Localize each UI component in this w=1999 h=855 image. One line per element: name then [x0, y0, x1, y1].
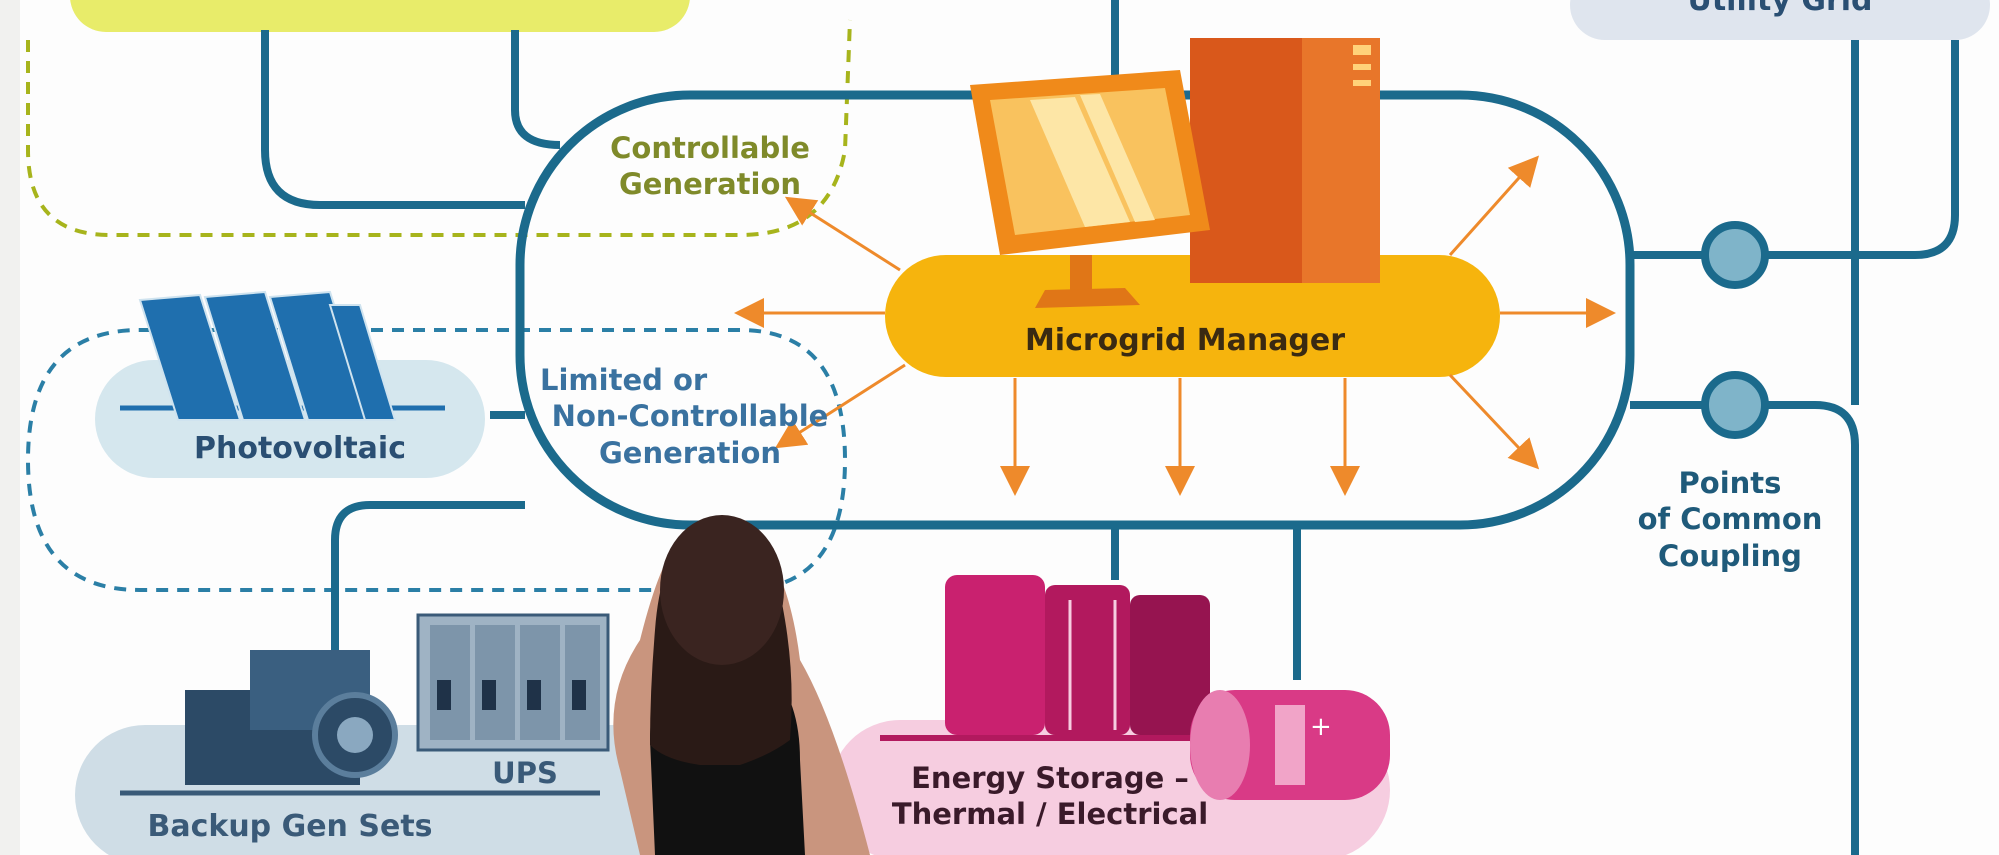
points-of-common-coupling-label: Points of Common Coupling: [1600, 465, 1860, 574]
server-tower-icon: [1190, 38, 1380, 283]
controllable-dashed-boundary: [26, 19, 852, 237]
person-silhouette: [613, 515, 870, 855]
energy-storage-label: Energy Storage – Thermal / Electrical: [860, 760, 1240, 833]
limited-line-1: Limited or: [540, 363, 708, 397]
controllable-generation-label: Controllable Generation: [600, 130, 820, 203]
pcc-line-3: Coupling: [1658, 538, 1802, 573]
limited-line-3: Generation: [598, 435, 782, 470]
generator-icon: [185, 650, 398, 785]
manager-arrows: [734, 155, 1616, 496]
controllable-line-1: Controllable: [610, 131, 810, 165]
computer-monitor-icon: [970, 70, 1210, 308]
pcc-line-1: Points: [1678, 466, 1782, 500]
coupling-node-icon: [1701, 221, 1769, 439]
ups-cabinet-icon: [416, 613, 610, 752]
microgrid-manager-pill: [885, 255, 1500, 377]
ups-label: UPS: [492, 756, 558, 790]
limited-generation-label: Limited or Non-Controllable Generation: [540, 362, 840, 471]
backup-gen-sets-label: Backup Gen Sets: [147, 809, 433, 844]
top-yellow-pill: [70, 0, 690, 32]
svg-text:+: +: [1310, 712, 1332, 742]
controllable-line-2: Generation: [618, 167, 802, 202]
battery-icon: +: [1190, 690, 1390, 800]
limited-line-2: Non-Controllable: [551, 399, 829, 434]
utility-grid-label: Utility Grid: [1687, 0, 1873, 18]
storage-tank-icon: [945, 575, 1210, 735]
pcc-line-2: of Common: [1637, 502, 1823, 537]
solar-panel-icon: [120, 290, 445, 421]
storage-line-1: Energy Storage –: [911, 761, 1189, 795]
photovoltaic-label: Photovoltaic: [193, 431, 406, 466]
microgrid-manager-label: Microgrid Manager: [1024, 323, 1346, 358]
utility-grid-pill: [1570, 0, 1990, 40]
left-margin-strip: [0, 0, 20, 855]
storage-line-2: Thermal / Electrical: [891, 797, 1209, 832]
